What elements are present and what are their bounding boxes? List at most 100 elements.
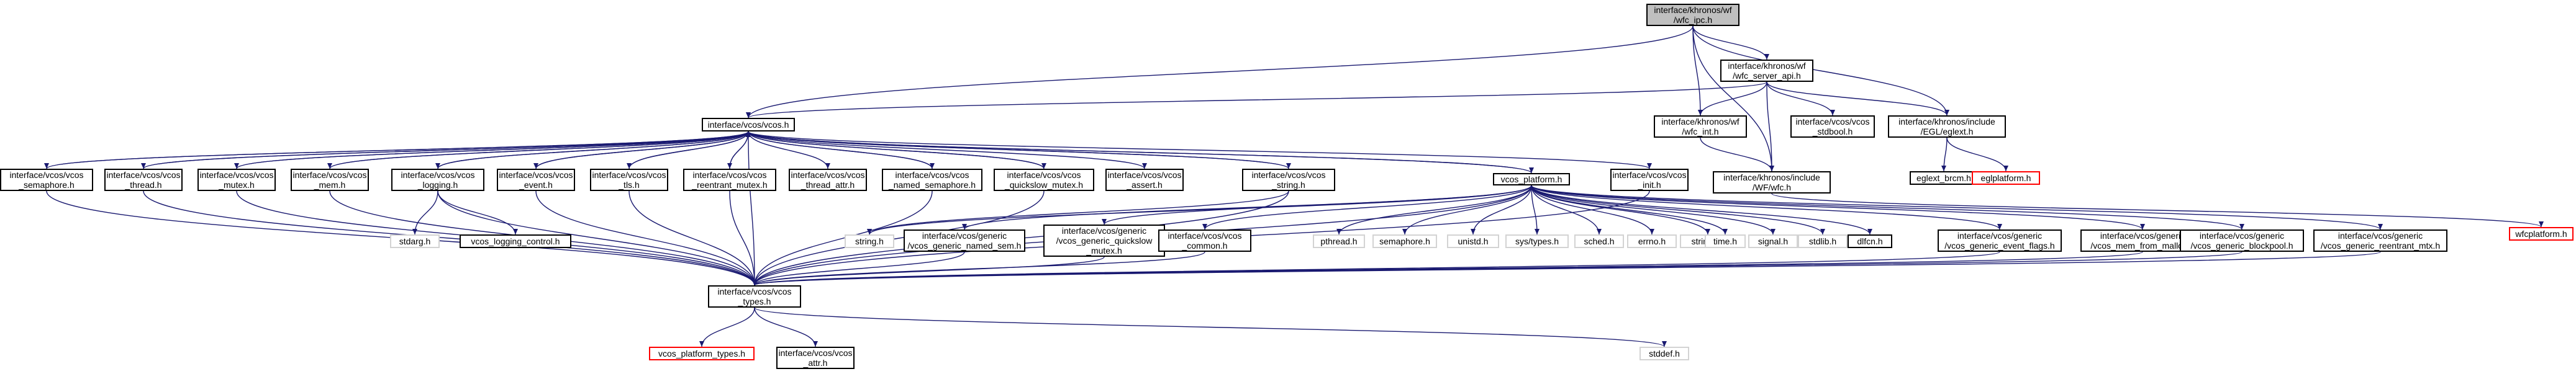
graph-node-semaphore: semaphore.h [1372, 234, 1437, 248]
dependency-edge [1700, 137, 1774, 172]
graph-node-gen-quickslow[interactable]: interface/vcos/generic /vcos_generic_qui… [1043, 225, 1165, 257]
graph-node-wfcplatform: wfcplatform.h [2509, 227, 2574, 241]
graph-node-wfc-int[interactable]: interface/khronos/wf /wfc_int.h [1654, 115, 1747, 138]
graph-node-gen-named-sem[interactable]: interface/vcos/generic /vcos_generic_nam… [904, 229, 1025, 252]
dependency-edge [748, 131, 1652, 169]
dependency-edge [752, 256, 1105, 286]
graph-node-wf-wfc[interactable]: interface/khronos/include /WF/wfc.h [1713, 171, 1831, 194]
graph-node-gen-event-flags[interactable]: interface/vcos/generic /vcos_generic_eve… [1938, 229, 2062, 252]
dependency-edge [1531, 185, 2383, 230]
dependency-edge [1531, 185, 1872, 235]
graph-node-vcos-platform[interactable]: vcos_platform.h [1493, 173, 1570, 185]
graph-node-vcos-event[interactable]: interface/vcos/vcos _event.h [497, 169, 575, 191]
dependency-edge [746, 131, 933, 169]
dependency-edge [746, 131, 1532, 174]
dependency-edge [437, 131, 751, 169]
dependency-edge [1766, 81, 1774, 172]
graph-node-unistd: unistd.h [1447, 234, 1499, 248]
dependency-edge [752, 251, 2143, 286]
graph-node-eglplatform: eglplatform.h [1972, 171, 2040, 185]
graph-node-signal: signal.h [1748, 234, 1798, 248]
graph-node-vcos-named-semaphore[interactable]: interface/vcos/vcos _named_semaphore.h [882, 169, 982, 191]
dependency-edge [752, 251, 2381, 286]
graph-node-pthread: pthread.h [1313, 234, 1365, 248]
dependency-edge [1692, 25, 1769, 60]
dependency-edge [437, 190, 518, 235]
dependency-edge [1531, 185, 1825, 235]
dependency-edge [867, 190, 1289, 235]
graph-node-vcos-platform-types: vcos_platform_types.h [649, 347, 755, 360]
dependency-edge [236, 131, 751, 169]
graph-node-gen-blockpool[interactable]: interface/vcos/generic /vcos_generic_blo… [2180, 229, 2304, 252]
graph-node-vcos-reentrant-mutex[interactable]: interface/vcos/vcos _reentrant_mutex.h [683, 169, 776, 191]
graph-node-eglext-brcm[interactable]: eglext_brcm.h [1910, 171, 1978, 185]
dependency-edge [1941, 137, 1948, 172]
dependency-edge [754, 307, 818, 347]
dependency-edge [746, 131, 1045, 169]
graph-node-vcos-common[interactable]: interface/vcos/vcos _common.h [1158, 229, 1251, 252]
graph-node-wfc-ipc[interactable]: interface/khronos/wf /wfc_ipc.h [1646, 4, 1739, 26]
dependency-edge [1531, 185, 1602, 235]
graph-node-wfc-server-api[interactable]: interface/khronos/wf /wfc_server_api.h [1720, 60, 1813, 82]
dependency-edge [752, 251, 2000, 286]
graph-node-vcos-stdbool[interactable]: interface/vcos/vcos _stdbool.h [1790, 115, 1875, 138]
dependency-edge [437, 190, 757, 286]
graph-node-stdarg: stdarg.h [390, 234, 440, 248]
dependency-edge [729, 190, 757, 286]
graph-node-vcos-attr[interactable]: interface/vcos/vcos _attr.h [776, 347, 855, 369]
dependency-edge [1531, 185, 1728, 235]
dependency-edge [962, 185, 1532, 230]
graph-node-dlfcn[interactable]: dlfcn.h [1848, 234, 1892, 248]
dependency-edge [1692, 25, 1703, 116]
dependency-edge [1531, 185, 2244, 230]
graph-node-vcos-string[interactable]: interface/vcos/vcos _string.h [1242, 169, 1335, 191]
dependency-edge [1531, 185, 2002, 230]
graph-node-vcos[interactable]: interface/vcos/vcos.h [702, 118, 795, 131]
dependency-edge [628, 131, 751, 169]
graph-node-errno: errno.h [1627, 234, 1677, 248]
graph-node-vcos-mutex[interactable]: interface/vcos/vcos _mutex.h [197, 169, 276, 191]
dependency-edge [535, 190, 757, 286]
graph-node-vcos-logging[interactable]: interface/vcos/vcos _logging.h [391, 169, 484, 191]
dependency-edge [628, 190, 757, 286]
dependency-edge [329, 131, 751, 169]
dependency-edge [748, 131, 830, 169]
graph-node-vcos-assert[interactable]: interface/vcos/vcos _assert.h [1105, 169, 1184, 191]
dependency-edge [143, 131, 751, 169]
dependency-edge [748, 131, 1147, 169]
dependency-edge [1692, 25, 1949, 116]
graph-node-time: time.h [1705, 234, 1746, 248]
dependency-edge [752, 190, 1045, 286]
dependency-edge [746, 81, 1767, 118]
graph-node-vcos-tls[interactable]: interface/vcos/vcos _tls.h [590, 169, 668, 191]
dependency-edge [748, 131, 757, 286]
dependency-edge [1402, 185, 1532, 235]
graph-node-gen-reentrant[interactable]: interface/vcos/generic /vcos_generic_ree… [2313, 229, 2447, 252]
graph-node-sched: sched.h [1574, 234, 1624, 248]
dependency-edge [1531, 185, 2145, 230]
dependency-edge [1471, 185, 1532, 235]
graph-node-string-h: string.h [845, 234, 894, 248]
graph-node-egl-egltext[interactable]: interface/khronos/include /EGL/eglext.h [1888, 115, 2006, 138]
dependency-edge [46, 131, 751, 169]
dependency-edge [1336, 185, 1532, 235]
graph-node-vcos-thread[interactable]: interface/vcos/vcos _thread.h [104, 169, 183, 191]
graph-node-stdlib: stdlib.h [1798, 234, 1848, 248]
graph-node-vcos-thread-attr[interactable]: interface/vcos/vcos _thread_attr.h [789, 169, 867, 191]
dependency-edge [746, 25, 1694, 118]
dependency-edge [752, 251, 1205, 286]
graph-node-vcos-quickslow-mutex[interactable]: interface/vcos/vcos _quickslow_mutex.h [994, 169, 1094, 191]
dependency-edge [752, 190, 933, 286]
graph-node-vcos-types[interactable]: interface/vcos/vcos _types.h [708, 285, 801, 308]
graph-node-vcos-mem[interactable]: interface/vcos/vcos _mem.h [291, 169, 369, 191]
dependency-edge [1771, 193, 2544, 228]
graph-node-vcos-logging-control[interactable]: vcos_logging_control.h [460, 234, 571, 248]
dependency-edge [143, 190, 757, 286]
dependency-edge [1102, 185, 1532, 225]
graph-node-vcos-init[interactable]: interface/vcos/vcos _init.h [1610, 169, 1689, 191]
dependency-edge [1946, 137, 2008, 172]
dependency-edge [1766, 81, 1949, 116]
graph-node-vcos-semaphore[interactable]: interface/vcos/vcos _semaphore.h [0, 169, 93, 191]
dependency-edge [1698, 81, 1767, 116]
